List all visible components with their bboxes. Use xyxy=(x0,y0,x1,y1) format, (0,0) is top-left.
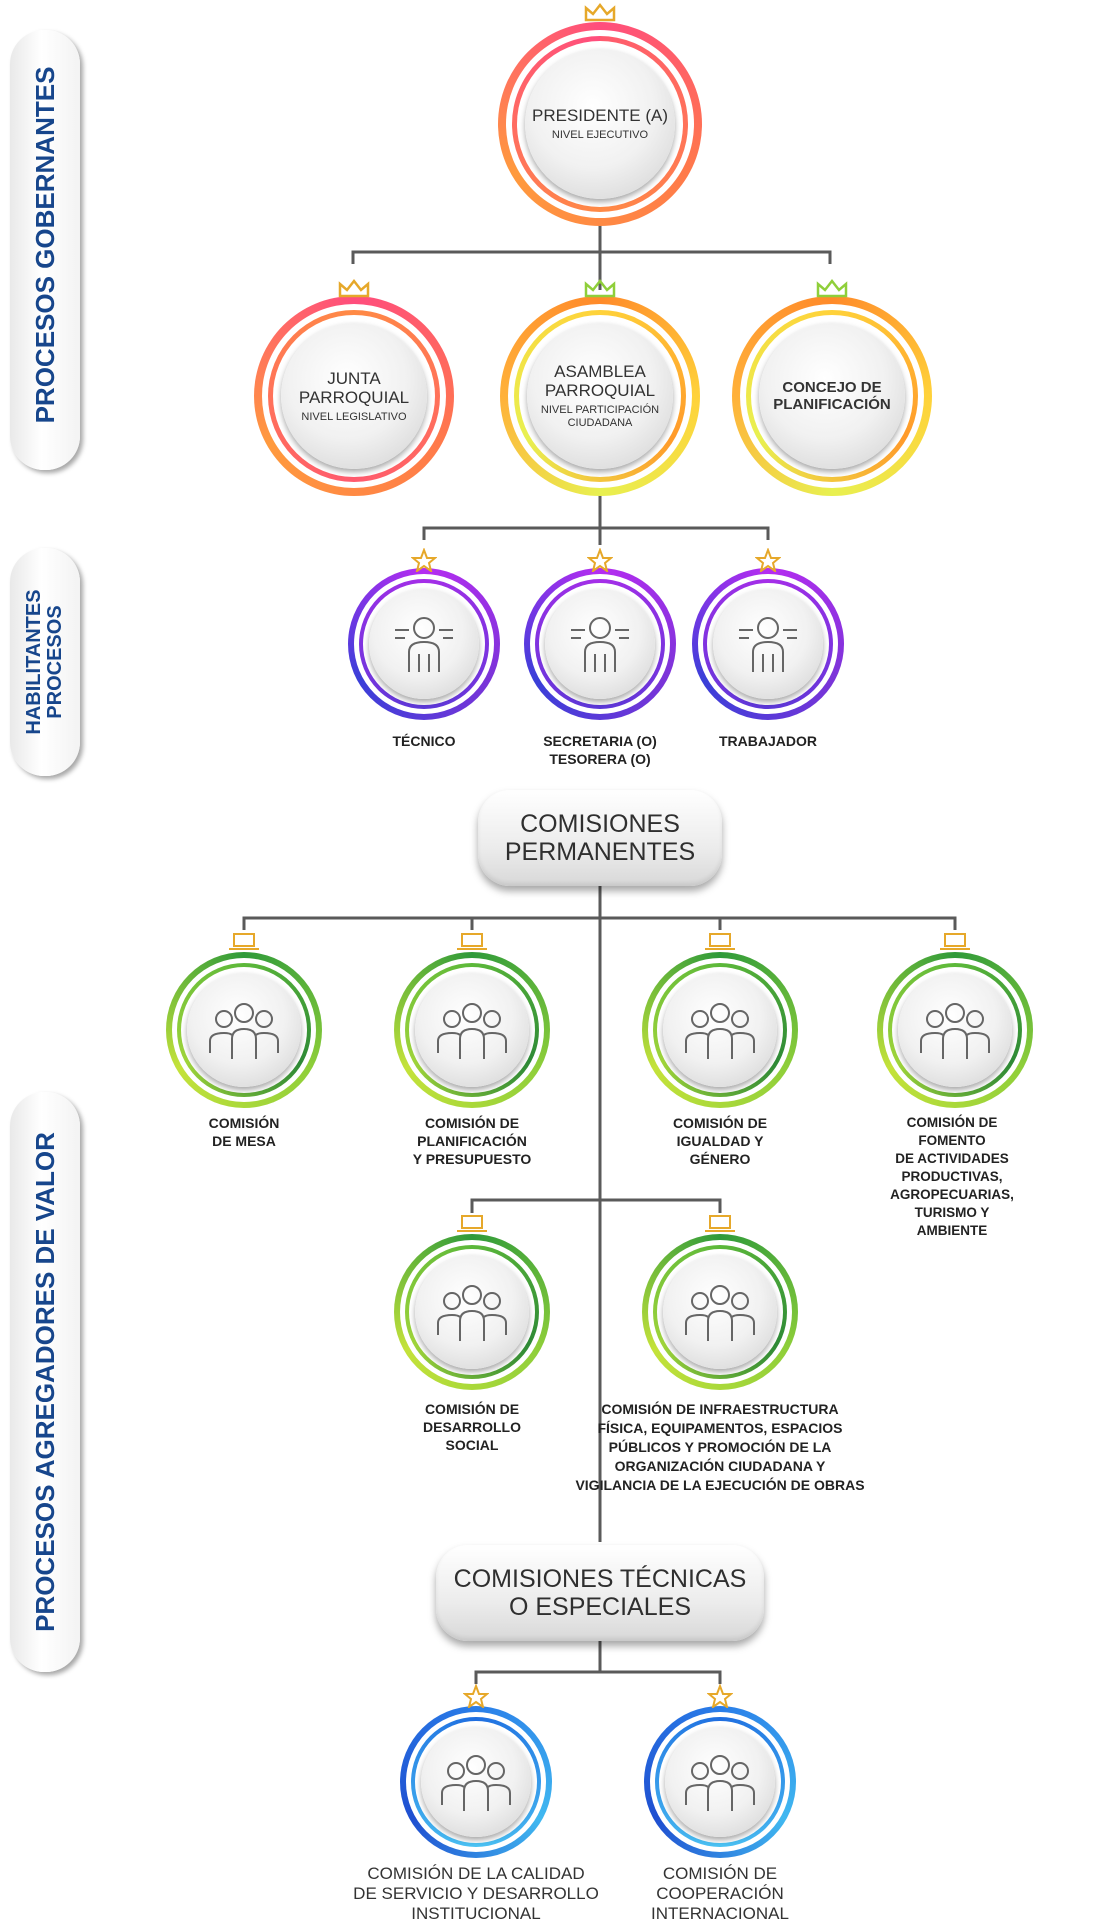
comisiones-permanentes-title: COMISIONES PERMANENTES xyxy=(478,790,722,886)
laptop-icon xyxy=(457,933,487,950)
comision-planificacion-label: COMISIÓN DE PLANIFICACIÓN Y PRESUPUESTO xyxy=(412,1115,532,1167)
laptop-icon xyxy=(457,1215,487,1232)
executive-subtitle: NIVEL EJECUTIVO xyxy=(551,129,649,141)
group-icon xyxy=(209,1003,279,1059)
staff-label-trabajador: TRABAJADOR xyxy=(719,733,817,749)
group-icon xyxy=(441,1755,511,1811)
star-icon xyxy=(463,1684,489,1708)
group-icon xyxy=(685,1755,755,1811)
junta-node: JUNTA PARROQUIAL NIVEL LEGISLATIVO xyxy=(254,278,454,496)
laptop-icon xyxy=(940,933,970,950)
star-icon xyxy=(411,548,437,572)
comision-cooperacion-node xyxy=(644,1684,796,1858)
staff-node-trabajador xyxy=(692,548,844,720)
comisiones-tecnicas-title: COMISIONES TÉCNICAS O ESPECIALES xyxy=(436,1545,764,1641)
person-icon xyxy=(739,617,797,672)
group-icon xyxy=(685,1285,755,1341)
comision-mesa-node xyxy=(166,933,322,1108)
star-icon xyxy=(755,548,781,572)
comision-infraestructura-node xyxy=(642,1215,798,1390)
laptop-icon xyxy=(705,933,735,950)
section-habilitantes xyxy=(10,548,80,776)
comision-desarrollo-label: COMISIÓN DE DESARROLLO SOCIAL xyxy=(423,1401,521,1453)
junta-title: JUNTA PARROQUIAL xyxy=(298,368,410,407)
comision-planificacion-node xyxy=(394,933,550,1108)
asamblea-node: ASAMBLEA PARROQUIAL NIVEL PARTICIPACIÓN … xyxy=(500,278,700,496)
group-icon xyxy=(685,1003,755,1059)
crown-icon xyxy=(816,278,848,298)
comision-cooperacion-label: COMISIÓN DE COOPERACIÓN INTERNACIONAL xyxy=(651,1864,789,1923)
comision-igualdad-label: COMISIÓN DE IGUALDAD Y GÉNERO xyxy=(672,1115,768,1167)
comision-calidad-label: COMISIÓN DE LA CALIDAD DE SERVICIO Y DES… xyxy=(353,1864,599,1923)
group-icon xyxy=(437,1003,507,1059)
person-icon xyxy=(571,617,629,672)
star-icon xyxy=(707,1684,733,1708)
crown-icon xyxy=(584,278,616,298)
comision-mesa-label: COMISIÓN DE MESA xyxy=(208,1115,280,1149)
crown-icon xyxy=(338,278,370,298)
junta-subtitle: NIVEL LEGISLATIVO xyxy=(301,410,407,423)
group-icon xyxy=(437,1285,507,1341)
asamblea-title: ASAMBLEA PARROQUIAL xyxy=(544,362,656,400)
staff-label-tecnico: TÉCNICO xyxy=(392,733,456,749)
staff-node-secretaria xyxy=(524,548,676,720)
star-icon xyxy=(587,548,613,572)
person-icon xyxy=(395,617,453,672)
comision-desarrollo-node xyxy=(394,1215,550,1390)
section-agregadores xyxy=(10,1092,80,1672)
comision-infraestructura-label: COMISIÓN DE INFRAESTRUCTURA FÍSICA, EQUI… xyxy=(575,1401,865,1493)
comision-igualdad-node xyxy=(642,933,798,1108)
concejo-node: CONCEJO DE PLANIFICACIÓN xyxy=(732,278,932,496)
comision-calidad-node xyxy=(400,1684,552,1858)
concejo-title: CONCEJO DE PLANIFICACIÓN xyxy=(773,379,891,413)
laptop-icon xyxy=(705,1215,735,1232)
executive-node: PRESIDENTE (A) NIVEL EJECUTIVO xyxy=(498,2,702,226)
comision-fomento-label: COMISIÓN DE FOMENTO DE ACTIVIDADES PRODU… xyxy=(890,1115,1014,1238)
group-icon xyxy=(920,1003,990,1059)
section-gobernantes xyxy=(10,30,80,470)
staff-label-secretaria: SECRETARIA (O) TESORERA (O) xyxy=(543,733,657,767)
staff-node-tecnico xyxy=(348,548,500,720)
laptop-icon xyxy=(229,933,259,950)
crown-icon xyxy=(584,2,616,22)
comision-fomento-node xyxy=(877,933,1033,1108)
asamblea-subtitle: NIVEL PARTICIPACIÓN CIUDADANA xyxy=(540,404,660,429)
executive-title: PRESIDENTE (A) xyxy=(531,106,669,125)
